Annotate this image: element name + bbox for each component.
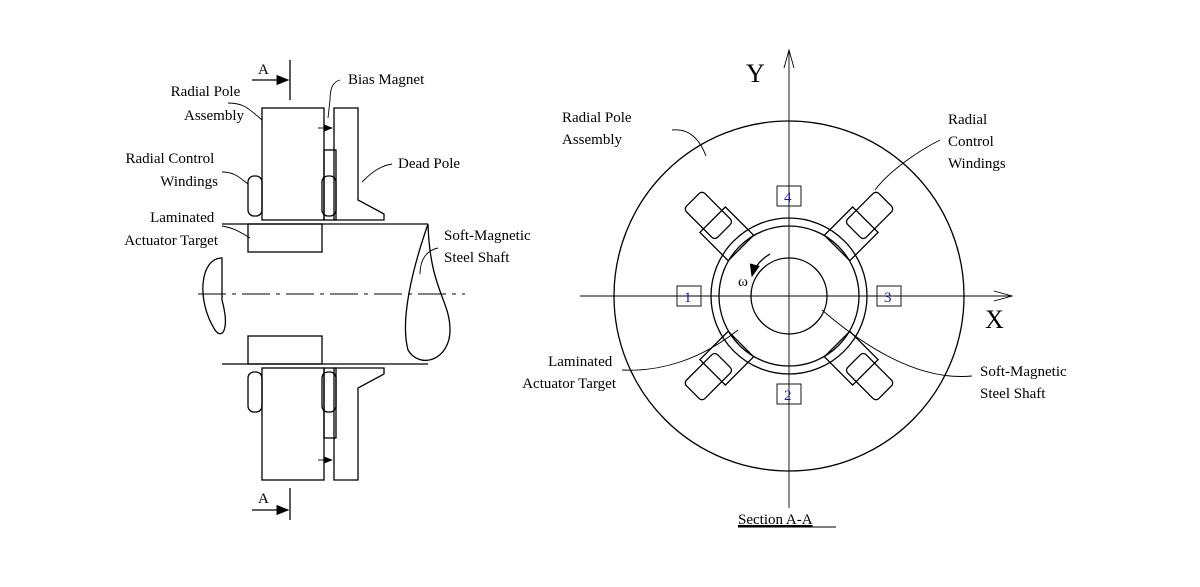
leader-dead-pole (361, 163, 393, 183)
leader-laminated (221, 225, 251, 239)
dead-pole-top (333, 107, 385, 221)
section-marker-top: A (258, 62, 269, 78)
winding-sw (845, 352, 894, 401)
winding-se (684, 352, 733, 401)
label-laminated-actuator-target: Laminated Actuator Target (124, 210, 219, 249)
x-axis-arrow (993, 290, 1014, 302)
winding-bottom-left (247, 371, 263, 413)
label-radial-control-windings: Radial Control Windings (126, 151, 219, 190)
label-soft-magnetic-steel-shaft: Soft-Magnetic Steel Shaft (444, 228, 534, 266)
pole-number-3: 3 (884, 290, 892, 306)
pole-slots (684, 191, 894, 401)
label-r-radial-pole-assembly: Radial Pole Assembly (562, 110, 635, 148)
shaft-break-right (404, 223, 451, 361)
shaft-break-left (202, 257, 226, 335)
label-dead-pole: Dead Pole (398, 156, 460, 172)
laminated-target-top (247, 223, 323, 253)
pole-box-1 (676, 285, 702, 307)
label-bias-magnet: Bias Magnet (348, 72, 425, 88)
y-axis-label: Y (746, 59, 765, 88)
winding-bottom-right (321, 371, 337, 413)
section-view: Y X ω 1 2 3 4 Radial Pole Assembly Radia… (522, 48, 1070, 528)
shaft-outline (222, 223, 428, 365)
section-caption: Section A-A (738, 512, 813, 528)
y-axis-arrow (783, 48, 795, 69)
leader-windings (221, 171, 249, 185)
leader-radial-pole (227, 102, 263, 121)
omega-symbol: ω (738, 274, 748, 290)
radial-pole-bottom (261, 367, 325, 481)
dead-pole-bottom (333, 367, 385, 481)
rotation-arrow (749, 253, 771, 278)
x-axis-label: X (985, 305, 1004, 334)
leader-r-shaft (821, 309, 973, 377)
leader-r-windings (874, 139, 941, 191)
leader-shaft (419, 247, 439, 275)
section-marker-bottom: A (258, 491, 269, 507)
pole-number-2: 2 (784, 388, 792, 404)
label-radial-pole-assembly: Radial Pole Assembly (171, 84, 245, 124)
winding-top-left (247, 175, 263, 217)
pole-number-4: 4 (784, 190, 792, 206)
pole-box-3 (876, 285, 902, 307)
laminated-target-bottom (247, 335, 323, 365)
label-r-soft-magnetic-steel-shaft: Soft-Magnetic Steel Shaft (980, 364, 1070, 402)
pole-box-4 (776, 185, 802, 207)
radial-pole-top (261, 107, 325, 221)
winding-nw (845, 191, 894, 240)
pole-number-1: 1 (684, 290, 692, 306)
label-r-laminated-actuator-target: Laminated Actuator Target (522, 354, 617, 392)
leader-bias-magnet (327, 79, 341, 119)
label-r-radial-control-windings: Radial Control Windings (948, 112, 1006, 172)
pole-box-2 (776, 383, 802, 405)
winding-top-right (321, 175, 337, 217)
side-view: A A (124, 60, 534, 520)
winding-ne (684, 191, 733, 240)
leader-r-laminated (621, 329, 739, 371)
leader-r-radial-pole (671, 129, 707, 157)
